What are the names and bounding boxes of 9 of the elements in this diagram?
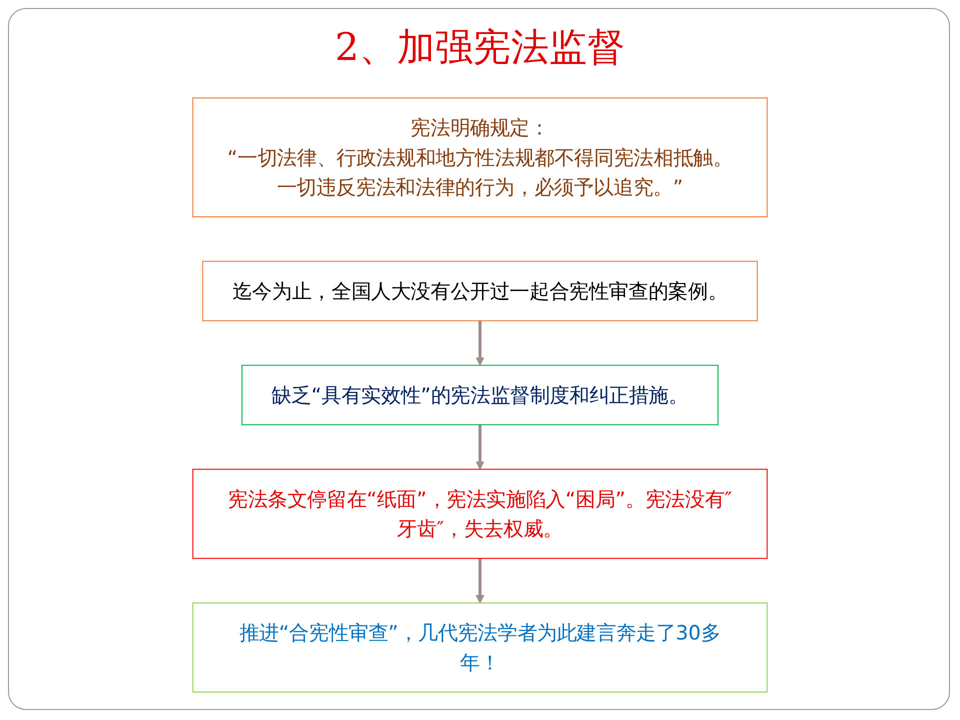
- arrow: [476, 320, 484, 366]
- arrow: [476, 424, 484, 470]
- slide-title: 2、加强宪法监督: [334, 24, 626, 71]
- node-box: 迄今为止，全国人大没有公开过一起合宪性审查的案例。: [202, 260, 758, 322]
- node-box: 缺乏“具有实效性”的宪法监督制度和纠正措施。: [241, 364, 719, 426]
- node-box: 推进“合宪性审查”，几代宪法学者为此建言奔走了30多年！: [192, 602, 768, 693]
- arrow: [476, 558, 484, 604]
- node-box: 宪法条文停留在“纸面”，宪法实施陷入“困局”。宪法没有″牙齿″，失去权威。: [192, 468, 768, 559]
- node-box: 宪法明确规定： “一切法律、行政法规和地方性法规都不得同宪法相抵触。一切违反宪法和法律的行为，必须予以追究。”: [192, 97, 768, 218]
